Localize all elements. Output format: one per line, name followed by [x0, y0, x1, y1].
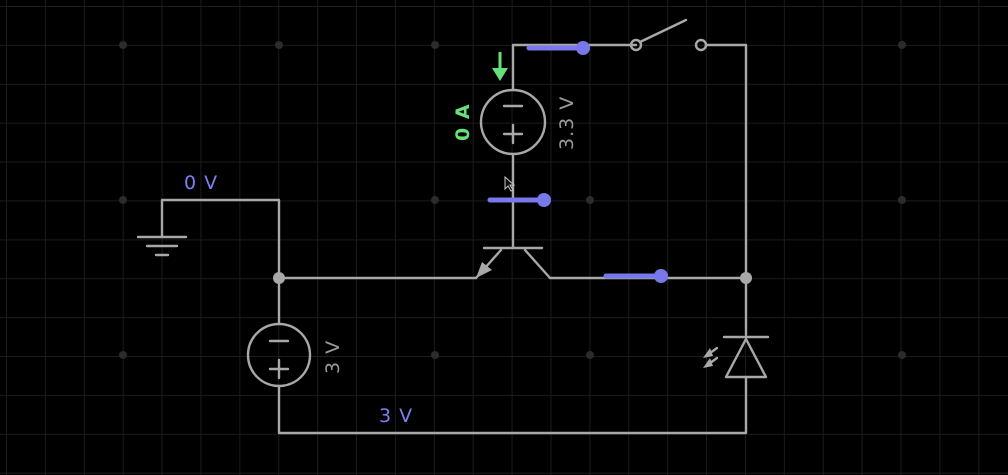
switch-icon[interactable]: [629, 18, 708, 52]
bottom-voltage-label: 3 V: [379, 405, 413, 427]
ground-voltage-label: 0 V: [184, 172, 218, 194]
mouse-cursor-icon: [504, 175, 516, 192]
battery-1-voltage-label: 3 V: [322, 340, 344, 374]
junction-right[interactable]: [740, 272, 752, 284]
probe-right[interactable]: [603, 269, 668, 283]
junction-left[interactable]: [273, 272, 285, 284]
grid-dots: [119, 41, 906, 359]
wire-battery1-bottom[interactable]: [277, 375, 748, 435]
wire-ground[interactable]: [160, 198, 281, 280]
battery-1-icon[interactable]: [246, 322, 312, 388]
transistor-icon[interactable]: [474, 198, 552, 280]
battery-2-voltage-label: 3.3 V: [556, 96, 578, 150]
probe-top[interactable]: [526, 41, 590, 55]
ground-icon[interactable]: [136, 235, 188, 257]
wire-right-side[interactable]: [704, 43, 748, 337]
battery-2-icon[interactable]: [479, 88, 547, 156]
led-icon[interactable]: [703, 335, 770, 379]
current-arrow-icon: [492, 52, 508, 81]
probe-middle[interactable]: [487, 193, 551, 207]
wire-battery2-top[interactable]: [511, 43, 638, 92]
battery-2-current-label: 0 A: [452, 103, 474, 141]
